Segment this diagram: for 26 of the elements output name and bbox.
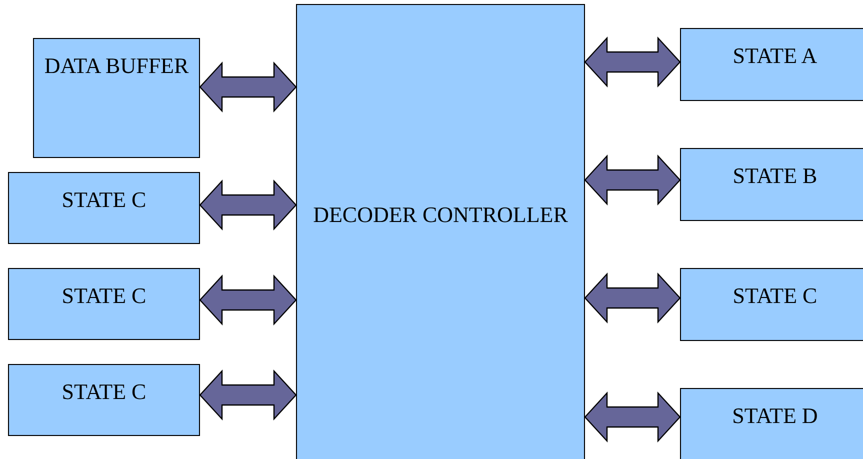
- block-label: STATE C: [732, 282, 818, 310]
- double-arrow: [584, 36, 681, 88]
- component-block: [680, 28, 863, 101]
- double-arrow: [199, 61, 297, 113]
- double-arrow: [199, 369, 297, 421]
- block-label: STATE B: [732, 162, 818, 190]
- block-label: DECODER CONTROLLER: [313, 201, 568, 229]
- block-label: STATE C: [62, 282, 146, 310]
- double-arrow: [199, 274, 297, 326]
- block-label: DATA BUFFER: [44, 52, 189, 80]
- component-block: [8, 364, 200, 436]
- block-label: STATE C: [62, 186, 146, 214]
- block-label: STATE C: [62, 378, 146, 406]
- controller-block: [296, 4, 585, 459]
- component-block: [680, 388, 863, 459]
- component-block: [680, 148, 863, 221]
- double-arrow: [584, 154, 681, 206]
- component-block: [680, 268, 863, 341]
- component-block: [8, 268, 200, 340]
- component-block: [33, 38, 200, 158]
- double-arrow: [584, 391, 681, 443]
- block-label: STATE A: [732, 42, 818, 70]
- double-arrow: [584, 272, 681, 324]
- component-block: [8, 172, 200, 244]
- block-label: STATE D: [732, 402, 818, 430]
- double-arrow: [199, 179, 297, 231]
